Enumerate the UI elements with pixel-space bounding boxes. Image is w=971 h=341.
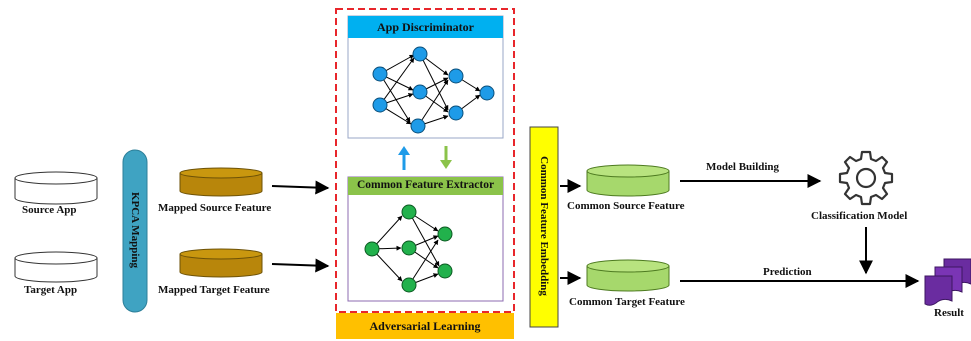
embedding-bar (529, 126, 559, 328)
discriminator-title: App Discriminator (377, 20, 474, 34)
feature-down-arrow (440, 146, 452, 169)
prediction-label: Prediction (763, 266, 812, 278)
kpca-mapping-bar (122, 149, 148, 313)
adversarial-footer-label: Adversarial Learning (369, 319, 481, 333)
common-source-database (586, 164, 670, 197)
classification-model-label: Classification Model (811, 210, 908, 222)
model-building-label: Model Building (706, 161, 780, 173)
gradient-up-arrow (398, 146, 410, 170)
target-app-label: Target App (24, 284, 78, 296)
mapped-source-database (179, 167, 263, 197)
mapped-target-label: Mapped Target Feature (158, 284, 270, 296)
result-label: Result (934, 307, 964, 319)
arrow-mapped-target-to-extractor (271, 258, 330, 273)
common-target-database (586, 259, 670, 292)
embedding-label: Common Feature Embedding (538, 156, 550, 296)
arrow-mapped-source-to-extractor (271, 180, 330, 195)
adversarial-region (335, 8, 515, 313)
discriminator-network-nodes (372, 46, 495, 134)
gear-icon (838, 150, 894, 206)
common-source-label: Common Source Feature (567, 200, 685, 212)
extractor-title: Common Feature Extractor (356, 179, 495, 191)
source-app-label: Source App (22, 204, 77, 216)
mapped-target-database (179, 248, 263, 278)
result-documents-icon (924, 258, 971, 306)
extractor-box (347, 176, 504, 302)
extractor-header (348, 177, 503, 195)
target-app-database (14, 251, 98, 283)
adversarial-footer (336, 313, 514, 339)
discriminator-header (348, 16, 503, 38)
kpca-mapping-label: KPCA Mapping (129, 191, 141, 269)
extractor-network-nodes (364, 204, 453, 293)
common-target-label: Common Target Feature (569, 296, 685, 308)
mapped-source-label: Mapped Source Feature (158, 202, 272, 214)
source-app-database (14, 171, 98, 205)
